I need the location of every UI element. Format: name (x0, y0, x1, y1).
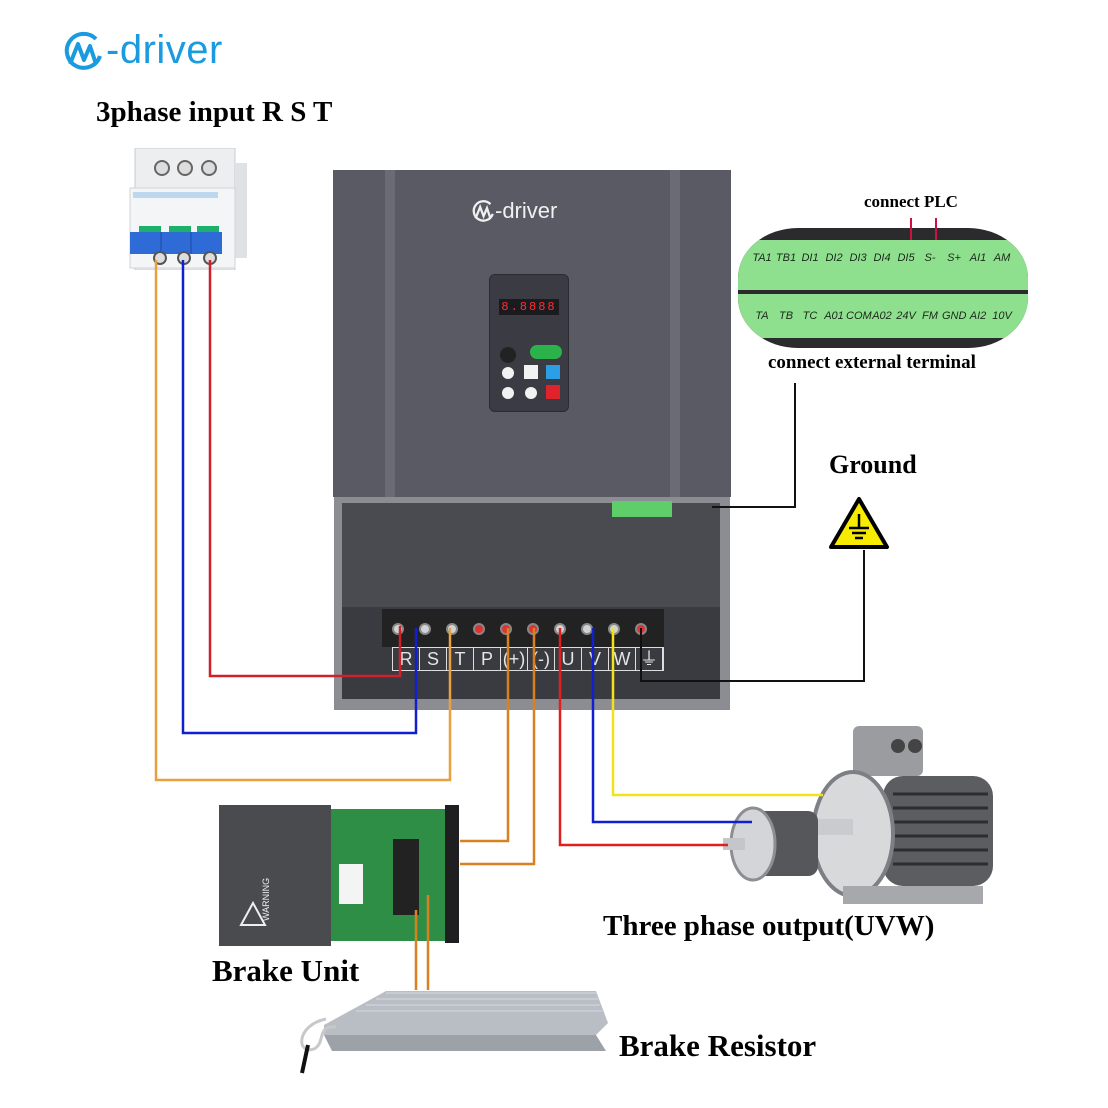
terminal-s-minus: S- (924, 252, 936, 264)
wire-u (558, 628, 728, 847)
inverter-housing: -driver 8.8888 (333, 170, 731, 497)
mode-button[interactable] (546, 365, 560, 379)
terminal-row-bottom: TA TB TC A01 COM A02 24V FM GND AI2 10V (750, 310, 1014, 322)
circuit-breaker (125, 147, 250, 271)
terminal-label-minus: (-) (528, 648, 555, 670)
shift-button[interactable] (525, 387, 537, 399)
ent-button[interactable] (524, 365, 538, 379)
brand-name: -driver (106, 28, 223, 72)
terminal-label-r: R (393, 648, 420, 670)
screw-s (419, 623, 431, 635)
power-terminal-strip (382, 609, 664, 647)
terminal-am: AM (993, 252, 1011, 264)
terminal-ai1: AI1 (969, 252, 987, 264)
wire-s (181, 260, 418, 735)
ground-warning-icon (829, 497, 889, 549)
brake-terminal-block (393, 839, 419, 915)
terminal-fm: FM (922, 310, 938, 322)
terminal-label-t: T (447, 648, 474, 670)
brand-mark-icon (64, 31, 102, 70)
drive-logo-text: -driver (495, 198, 558, 223)
knob[interactable] (500, 347, 516, 363)
housing-stripe (670, 170, 680, 497)
terminal-24v: 24V (896, 310, 916, 322)
terminal-tb: TB (778, 310, 794, 322)
terminal-label-s: S (420, 648, 447, 670)
wire-p-plus (460, 628, 510, 843)
terminal-ta1: TA1 (752, 252, 772, 264)
capacitor (339, 864, 363, 904)
terminal-compartment: R S T P (+) (-) U V W ⏚ (334, 497, 730, 710)
brake-unit: WARNING (219, 803, 459, 946)
terminal-com: COM (846, 310, 872, 322)
down-button[interactable] (502, 387, 514, 399)
three-phase-motor (723, 726, 993, 904)
run-fwd-button[interactable] (530, 345, 562, 359)
up-button[interactable] (502, 367, 514, 379)
stop-button[interactable] (546, 385, 560, 399)
wire-pe (640, 550, 865, 682)
wire-v (591, 628, 752, 824)
drive-logo-icon (472, 200, 494, 222)
terminal-label-p: P (474, 648, 501, 670)
inner-cover (342, 503, 720, 607)
brake-unit-cover: WARNING (219, 805, 331, 946)
terminal-band-top (738, 240, 1028, 290)
wire-w (611, 628, 823, 797)
terminal-label-w: W (609, 648, 636, 670)
terminal-tc: TC (802, 310, 818, 322)
screw-p (473, 623, 485, 635)
brand-logo: -driver (62, 28, 223, 73)
brake-unit-pcb (331, 809, 445, 941)
terminal-ai2: AI2 (969, 310, 987, 322)
ground-label: Ground (829, 450, 917, 479)
terminal-s-plus: S+ (947, 252, 961, 264)
terminal-label-pe: ⏚ (636, 648, 663, 670)
brake-resistor (300, 991, 608, 1074)
input-label: 3phase input R S T (96, 96, 333, 128)
external-terminal-label: connect external terminal (768, 352, 976, 373)
terminal-di4: DI4 (873, 252, 891, 264)
wire-n-minus (460, 628, 536, 866)
control-terminal-closeup: TA1 TB1 DI1 DI2 DI3 DI4 DI5 S- S+ AI1 AM… (738, 228, 1028, 348)
terminal-a01: A01 (824, 310, 844, 322)
terminal-di2: DI2 (825, 252, 843, 264)
terminal-gnd: GND (942, 310, 967, 322)
led-display: 8.8888 (499, 299, 559, 315)
output-label: Three phase output(UVW) (603, 910, 935, 942)
terminal-di1: DI1 (801, 252, 819, 264)
terminal-10v: 10V (992, 310, 1012, 322)
brake-resistor-label: Brake Resistor (619, 1028, 817, 1063)
terminal-ta: TA (755, 310, 769, 322)
terminal-tb1: TB1 (775, 252, 797, 264)
control-terminal-block (612, 501, 672, 517)
terminal-di5: DI5 (897, 252, 915, 264)
terminal-di3: DI3 (849, 252, 867, 264)
terminal-a02: A02 (872, 310, 892, 322)
wire-r (208, 260, 402, 678)
brake-unit-bracket (445, 805, 459, 943)
housing-stripe (385, 170, 395, 497)
brake-unit-label: Brake Unit (212, 953, 360, 988)
terminal-row-top: TA1 TB1 DI1 DI2 DI3 DI4 DI5 S- S+ AI1 AM (750, 252, 1014, 264)
plc-label: connect PLC (864, 192, 958, 211)
terminal-label-u: U (555, 648, 582, 670)
keypad[interactable]: 8.8888 (489, 274, 569, 412)
svg-text:WARNING: WARNING (261, 878, 271, 921)
wire-t (154, 260, 452, 782)
terminal-band-bottom (738, 294, 1028, 338)
drive-logo: -driver (471, 198, 557, 224)
wire-control (712, 383, 796, 508)
